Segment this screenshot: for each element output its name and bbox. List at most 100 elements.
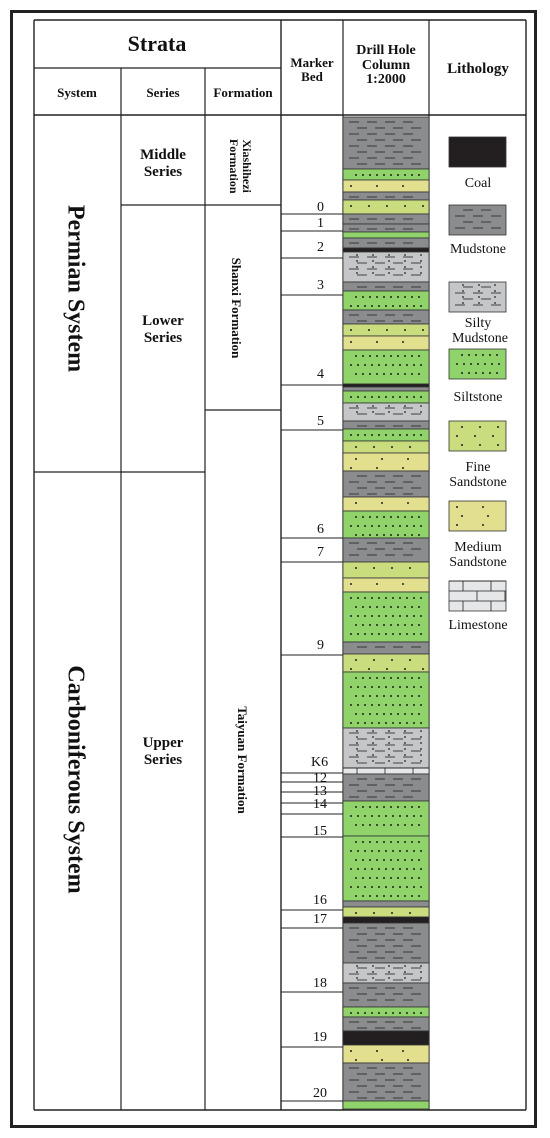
dot-mark bbox=[462, 284, 464, 286]
dot-mark bbox=[494, 302, 496, 304]
dot-mark bbox=[422, 329, 424, 331]
dot-mark bbox=[383, 841, 385, 843]
layer-mudstone bbox=[342, 900, 430, 908]
dot-mark bbox=[357, 850, 359, 852]
dot-mark bbox=[364, 1012, 366, 1014]
dot-mark bbox=[388, 730, 390, 732]
dot-mark bbox=[404, 260, 406, 262]
dot-mark bbox=[404, 254, 406, 256]
dot-mark bbox=[362, 695, 364, 697]
dot-mark bbox=[371, 1012, 373, 1014]
dot-mark bbox=[404, 355, 406, 357]
dot-mark bbox=[364, 686, 366, 688]
layer-mudstone bbox=[342, 470, 430, 498]
header-drill-hole-column: Drill Hole Column 1:2000 bbox=[356, 43, 416, 88]
dot-mark bbox=[411, 174, 413, 176]
dot-mark bbox=[420, 254, 422, 256]
dot-mark bbox=[357, 686, 359, 688]
marker-bed-label: 3 bbox=[317, 278, 324, 293]
dot-mark bbox=[404, 677, 406, 679]
dot-mark bbox=[372, 754, 374, 756]
dot-mark bbox=[406, 434, 408, 436]
dot-mark bbox=[406, 886, 408, 888]
dot-mark bbox=[411, 859, 413, 861]
dot-mark bbox=[404, 373, 406, 375]
dot-mark bbox=[378, 396, 380, 398]
dot-mark bbox=[364, 597, 366, 599]
dot-mark bbox=[355, 446, 357, 448]
dot-mark bbox=[420, 748, 422, 750]
dot-mark bbox=[399, 868, 401, 870]
dot-mark bbox=[418, 516, 420, 518]
dot-mark bbox=[385, 305, 387, 307]
dot-mark bbox=[357, 305, 359, 307]
dot-mark bbox=[355, 877, 357, 879]
dot-mark bbox=[390, 824, 392, 826]
dot-mark bbox=[372, 411, 374, 413]
dot-mark bbox=[383, 624, 385, 626]
dot-mark bbox=[418, 296, 420, 298]
dot-mark bbox=[411, 373, 413, 375]
dot-mark bbox=[376, 341, 378, 343]
dot-mark bbox=[489, 354, 491, 356]
dot-mark bbox=[368, 329, 370, 331]
dot-mark bbox=[355, 895, 357, 897]
dot-mark bbox=[350, 868, 352, 870]
dot-mark bbox=[357, 886, 359, 888]
dot-mark bbox=[399, 686, 401, 688]
dot-mark bbox=[413, 597, 415, 599]
dot-mark bbox=[383, 895, 385, 897]
dot-mark bbox=[418, 355, 420, 357]
dot-mark bbox=[413, 305, 415, 307]
dot-mark bbox=[422, 205, 424, 207]
legend-label-mudstone: Mudstone bbox=[450, 242, 506, 257]
dot-mark bbox=[390, 806, 392, 808]
dot-mark bbox=[355, 502, 357, 504]
dot-mark bbox=[404, 713, 406, 715]
dot-mark bbox=[478, 302, 480, 304]
dot-mark bbox=[357, 364, 359, 366]
dot-mark bbox=[372, 254, 374, 256]
dot-mark bbox=[406, 597, 408, 599]
dot-mark bbox=[355, 806, 357, 808]
dot-mark bbox=[411, 877, 413, 879]
dot-mark bbox=[406, 868, 408, 870]
layer-mudstone bbox=[342, 223, 430, 233]
dot-mark bbox=[406, 305, 408, 307]
marker-bed-label: 1 bbox=[317, 216, 324, 231]
dot-mark bbox=[372, 405, 374, 407]
dot-mark bbox=[462, 296, 464, 298]
dot-mark bbox=[350, 1050, 352, 1052]
dot-mark bbox=[399, 615, 401, 617]
dot-mark bbox=[369, 534, 371, 536]
dot-mark bbox=[420, 971, 422, 973]
dot-mark bbox=[378, 722, 380, 724]
dot-mark bbox=[362, 895, 364, 897]
dot-mark bbox=[418, 824, 420, 826]
series-upper: Upper Series bbox=[142, 735, 184, 768]
dot-mark bbox=[399, 850, 401, 852]
dot-mark bbox=[364, 815, 366, 817]
dot-mark bbox=[386, 205, 388, 207]
dot-mark bbox=[392, 633, 394, 635]
dot-mark bbox=[391, 446, 393, 448]
marker-bed-label: 13 bbox=[313, 784, 327, 799]
dot-mark bbox=[356, 730, 358, 732]
layer-mudstone bbox=[342, 116, 430, 170]
dot-mark bbox=[404, 174, 406, 176]
dot-mark bbox=[497, 426, 499, 428]
dot-mark bbox=[420, 965, 422, 967]
dot-mark bbox=[350, 633, 352, 635]
dot-mark bbox=[355, 174, 357, 176]
dot-mark bbox=[350, 467, 352, 469]
layer-siltstone bbox=[342, 510, 430, 539]
dot-mark bbox=[404, 516, 406, 518]
dot-mark bbox=[383, 677, 385, 679]
layer-medium-sandstone bbox=[342, 452, 430, 472]
dot-mark bbox=[413, 850, 415, 852]
dot-mark bbox=[406, 815, 408, 817]
dot-mark bbox=[356, 260, 358, 262]
dot-mark bbox=[390, 355, 392, 357]
dot-mark bbox=[378, 434, 380, 436]
dot-mark bbox=[397, 895, 399, 897]
